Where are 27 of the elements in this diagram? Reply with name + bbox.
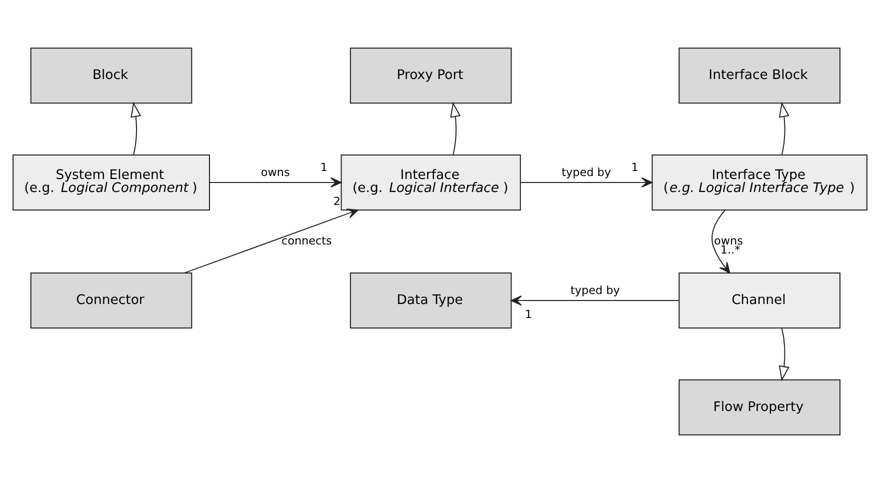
arrow xyxy=(520,177,652,188)
label: 2 xyxy=(332,195,340,208)
node-box: Channel xyxy=(678,272,840,329)
node-box: System Element (e.g. Logical Component) xyxy=(12,154,210,210)
node-box: Proxy Port xyxy=(349,48,512,104)
node-box: Interface (e.g. Logical Interface) xyxy=(340,154,520,210)
node-box: Block xyxy=(30,48,192,104)
label: 1 xyxy=(320,160,328,174)
node-box: Interface Block xyxy=(678,48,840,104)
arrow xyxy=(209,177,342,188)
edge-label: typed by xyxy=(561,166,610,180)
node-box: Connector xyxy=(30,272,192,329)
label: 1 xyxy=(524,308,532,321)
edge-label: owns xyxy=(260,166,290,180)
arrow xyxy=(711,210,730,274)
node-box: Data Type xyxy=(349,272,512,329)
arrow xyxy=(778,328,789,382)
arrow xyxy=(510,295,679,306)
arrow xyxy=(184,208,358,274)
label: 1 xyxy=(630,160,638,174)
arrow xyxy=(130,102,141,155)
edge-label: typed by xyxy=(570,284,620,298)
node-box: Interface Type (e.g. Logical Interface Type) xyxy=(651,154,867,210)
arrow xyxy=(778,102,789,155)
arrow xyxy=(450,102,460,155)
edge-label: connects xyxy=(280,234,332,248)
node-box: Flow Property xyxy=(678,379,840,436)
